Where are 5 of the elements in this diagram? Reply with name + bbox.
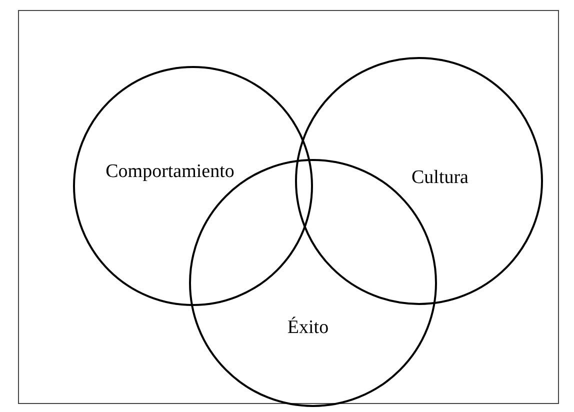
venn-circle xyxy=(295,57,543,305)
venn-circle xyxy=(73,66,313,306)
set-label: Éxito xyxy=(287,317,329,339)
set-label: Cultura xyxy=(412,167,468,189)
set-label: Comportamiento xyxy=(106,161,234,183)
